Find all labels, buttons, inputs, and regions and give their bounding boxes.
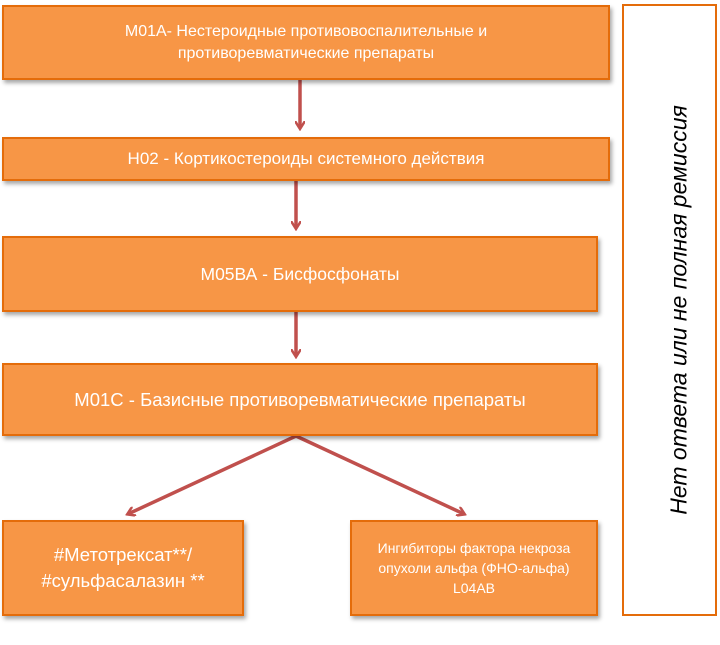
tnf-inhibitors-box: Ингибиторы фактора некроза опухоли альфа… bbox=[350, 520, 598, 616]
no-response-label: Нет ответа или не полная ремиссия bbox=[665, 105, 692, 515]
h02-corticosteroids-label: Н02 - Кортикостероиды системного действи… bbox=[127, 149, 485, 168]
methotrexate-sulfasalazine-label: #Метотрексат**/ #сульфасалазин ** bbox=[41, 544, 205, 591]
tnf-inhibitors-label: Ингибиторы фактора некроза опухоли альфа… bbox=[377, 540, 571, 596]
m05ba-bisphosphonates-box: М05ВА - Бисфосфонаты bbox=[2, 236, 598, 312]
h02-corticosteroids-box: Н02 - Кортикостероиды системного действи… bbox=[2, 137, 610, 181]
m01a-nsaid-box: М01А- Нестероидные противовоспалительные… bbox=[2, 5, 610, 80]
no-response-frame bbox=[622, 4, 717, 616]
methotrexate-sulfasalazine-box: #Метотрексат**/ #сульфасалазин ** bbox=[2, 520, 244, 616]
arrow-m01c-to-tnf-inhibitors bbox=[295, 434, 464, 514]
m01c-dmard-label: М01С - Базисные противоревматические пре… bbox=[74, 388, 526, 410]
arrow-m01c-to-methotrexate bbox=[128, 434, 297, 514]
m01a-nsaid-label: М01А- Нестероидные противовоспалительные… bbox=[124, 22, 488, 62]
m05ba-bisphosphonates-label: М05ВА - Бисфосфонаты bbox=[200, 263, 400, 284]
m01c-dmard-box: М01С - Базисные противоревматические пре… bbox=[2, 363, 598, 436]
